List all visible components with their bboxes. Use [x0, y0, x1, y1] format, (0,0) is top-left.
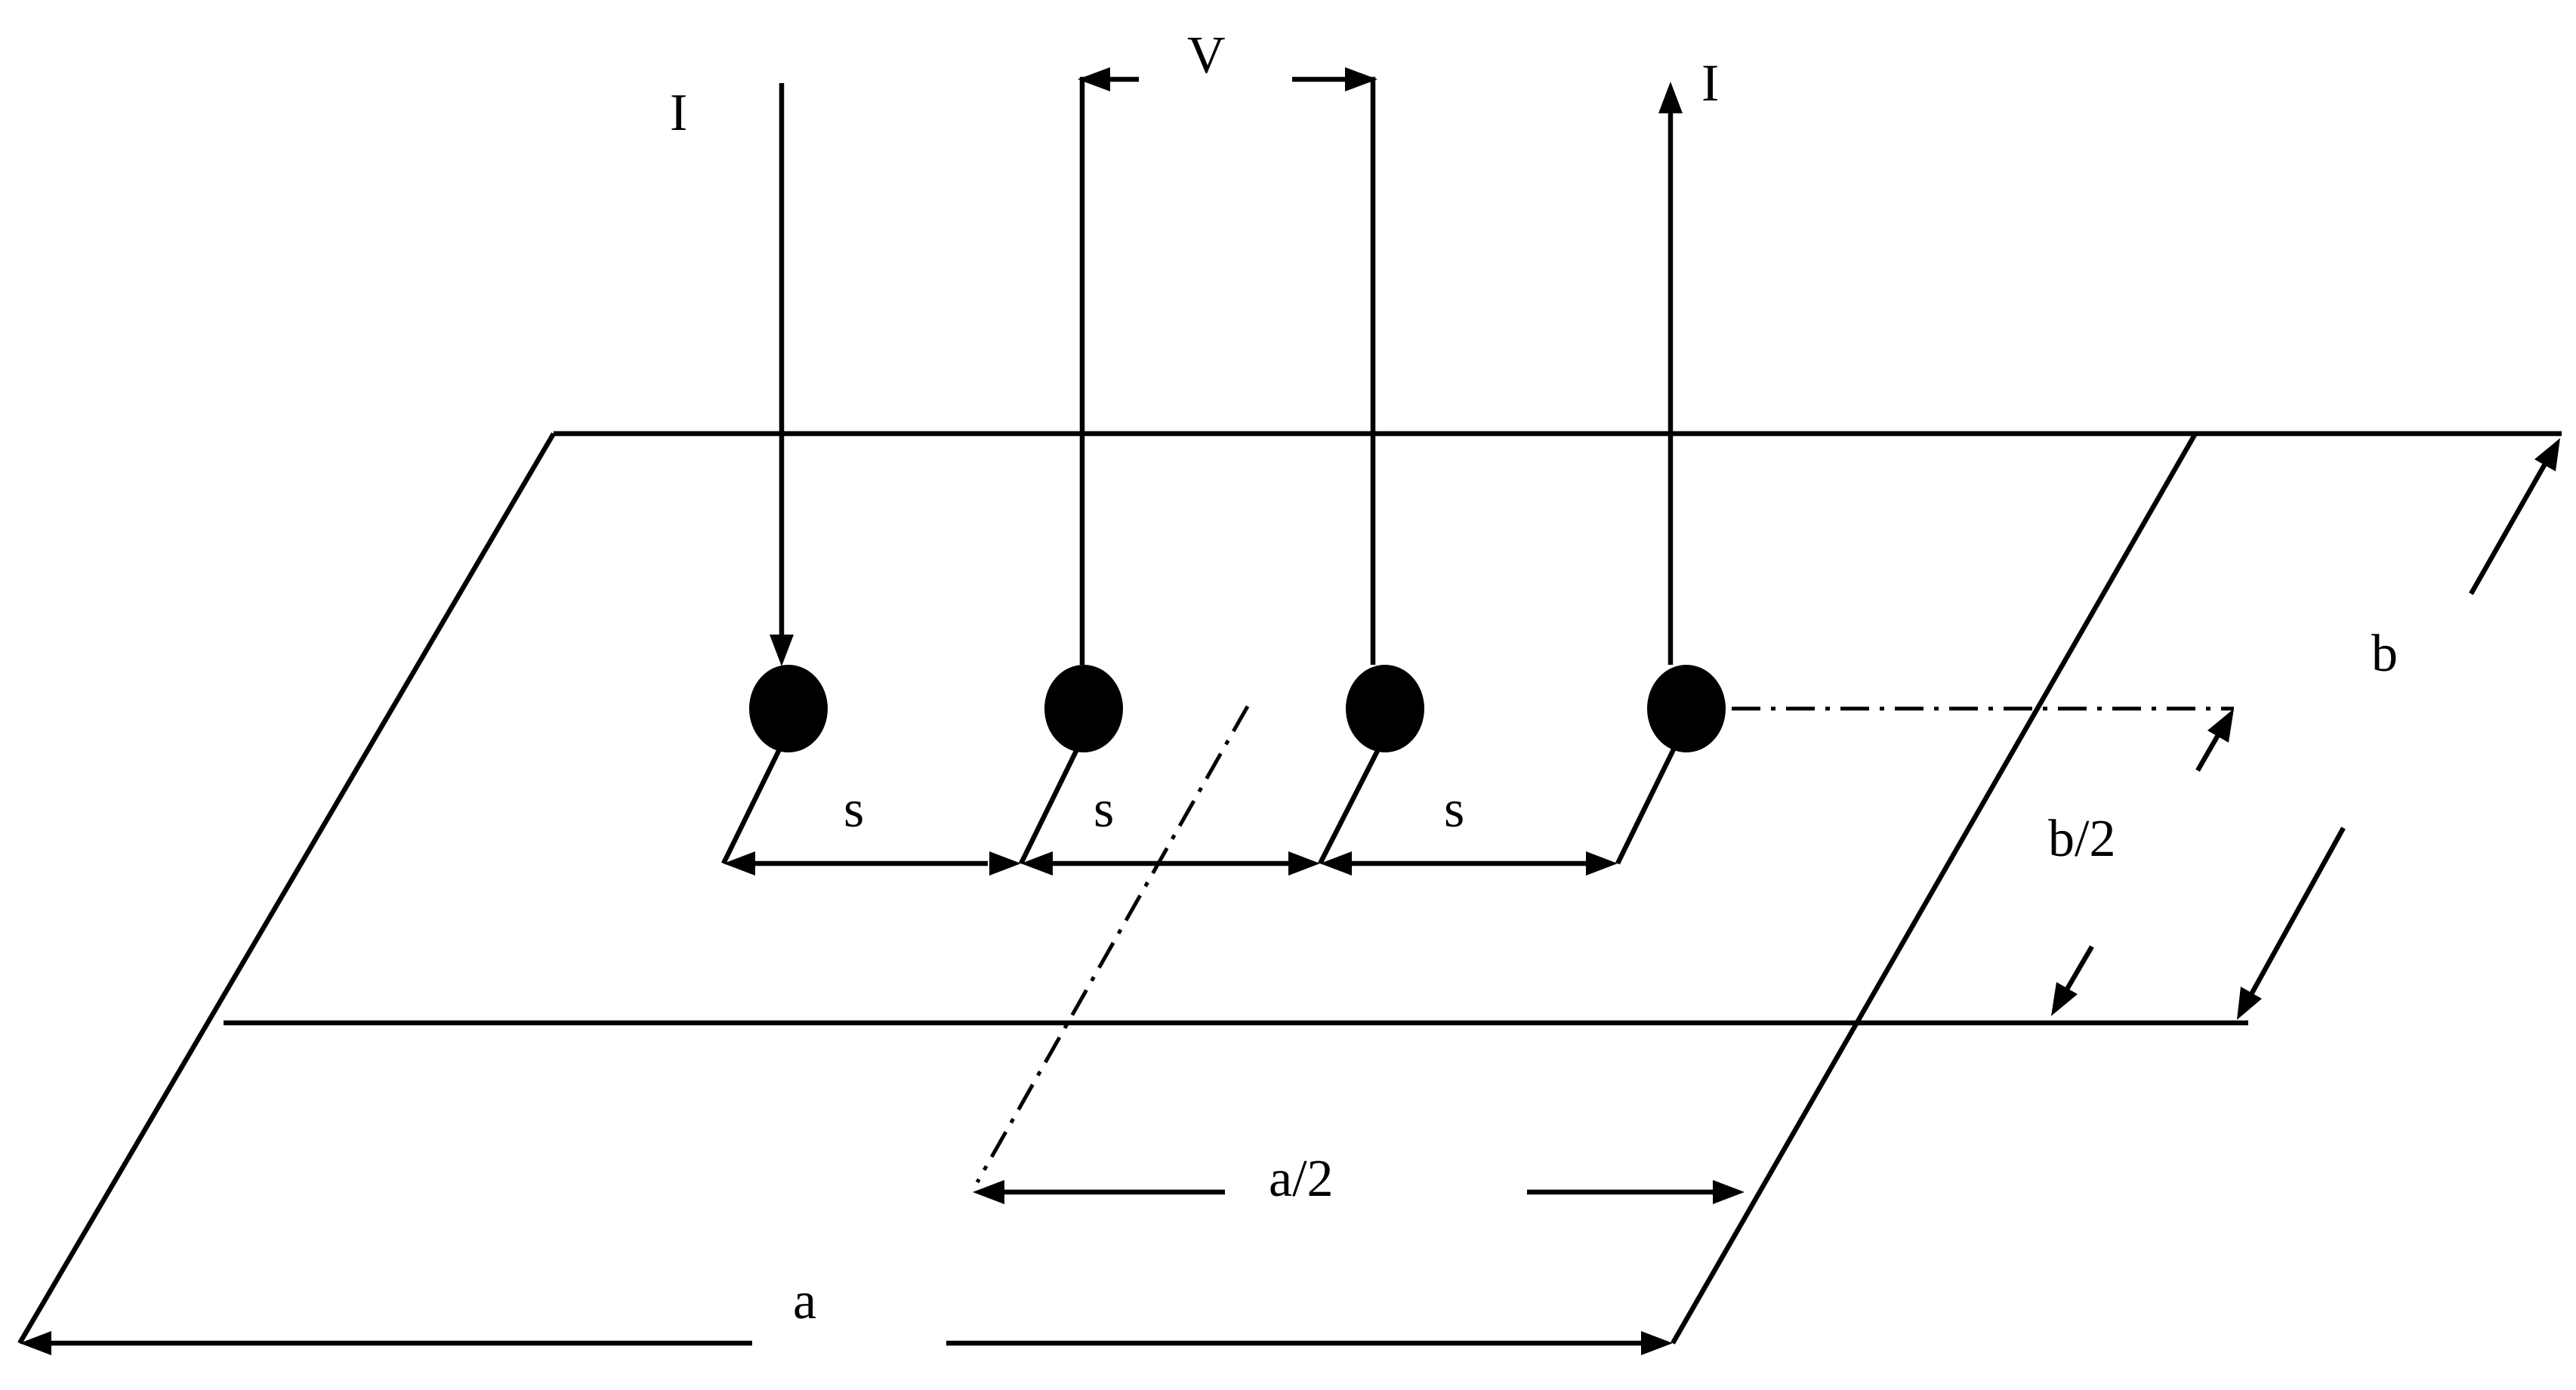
current-out-label: I — [1701, 54, 1719, 113]
width-dimension — [2237, 438, 2560, 1020]
current-out-arrow-icon — [1658, 82, 1683, 113]
spacing-1-label: s — [844, 780, 864, 839]
width-label: b — [2371, 625, 2398, 683]
length-label: a — [793, 1272, 816, 1330]
voltage-leads — [1078, 67, 1377, 665]
half-width-dimension — [2051, 709, 2234, 1016]
spacing-3-label: s — [1444, 780, 1464, 839]
voltage-left-arrow-icon — [1078, 67, 1110, 91]
spacing-2-label: s — [1094, 780, 1114, 839]
current-in-arrow-icon — [770, 635, 794, 666]
voltage-label: V — [1187, 26, 1226, 85]
current-out-lead — [1658, 82, 1683, 665]
center-line — [975, 705, 1250, 1184]
voltage-right-arrow-icon — [1345, 67, 1377, 91]
half-width-label: b/2 — [2048, 810, 2115, 868]
sample-sheet — [17, 431, 2562, 1345]
half-length-dimension — [973, 1180, 1745, 1204]
sheet-right-edge — [1671, 432, 2198, 1345]
probe-4 — [1647, 665, 1726, 752]
current-in-lead — [770, 83, 794, 666]
current-in-label: I — [670, 84, 687, 142]
sheet-left-edge — [17, 432, 556, 1345]
length-dimension — [20, 1331, 1673, 1355]
probe-2 — [1044, 665, 1123, 752]
probe-projection-legs — [721, 746, 1677, 865]
probe-3 — [1346, 665, 1424, 752]
half-length-label: a/2 — [1269, 1150, 1334, 1208]
probe-contacts — [749, 665, 1726, 752]
spacing-dimensions — [723, 851, 1618, 876]
probe-1 — [749, 665, 828, 752]
